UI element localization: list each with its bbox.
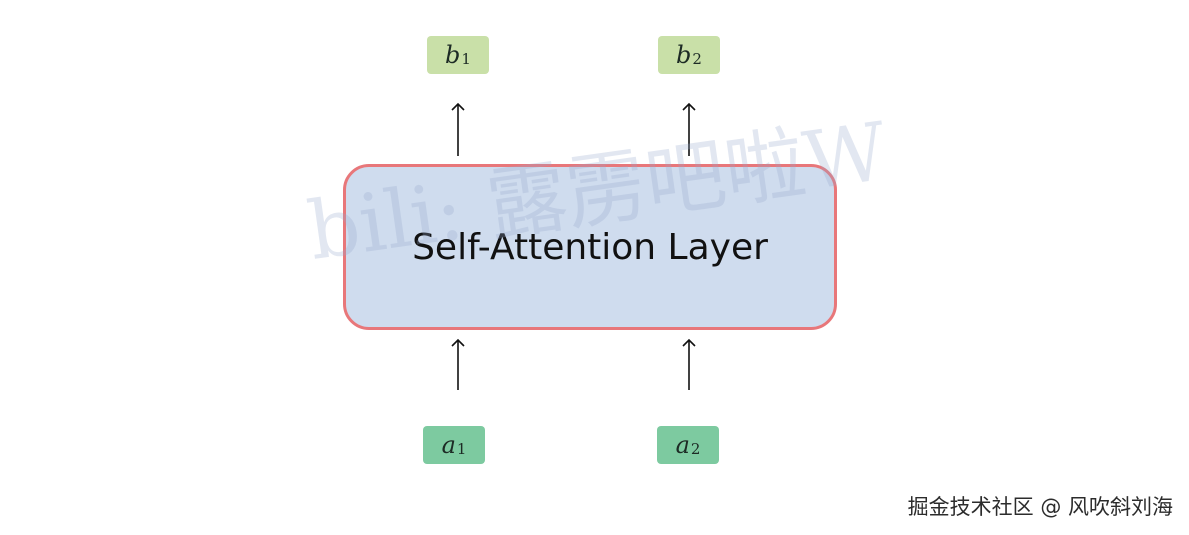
output-subscript: 2	[692, 50, 702, 68]
input-subscript: 1	[456, 440, 467, 458]
self-attention-layer-box: Self-Attention Layer	[343, 164, 837, 330]
input-symbol: a	[675, 431, 690, 459]
output-subscript: 1	[461, 50, 471, 68]
source-credit: 掘金技术社区 @ 风吹斜刘海	[907, 495, 1173, 519]
output-symbol: b	[676, 41, 692, 69]
input-symbol: a	[441, 431, 456, 459]
output-symbol: b	[445, 41, 461, 69]
input-subscript: 2	[690, 440, 701, 458]
layer-label: Self-Attention Layer	[412, 226, 768, 268]
